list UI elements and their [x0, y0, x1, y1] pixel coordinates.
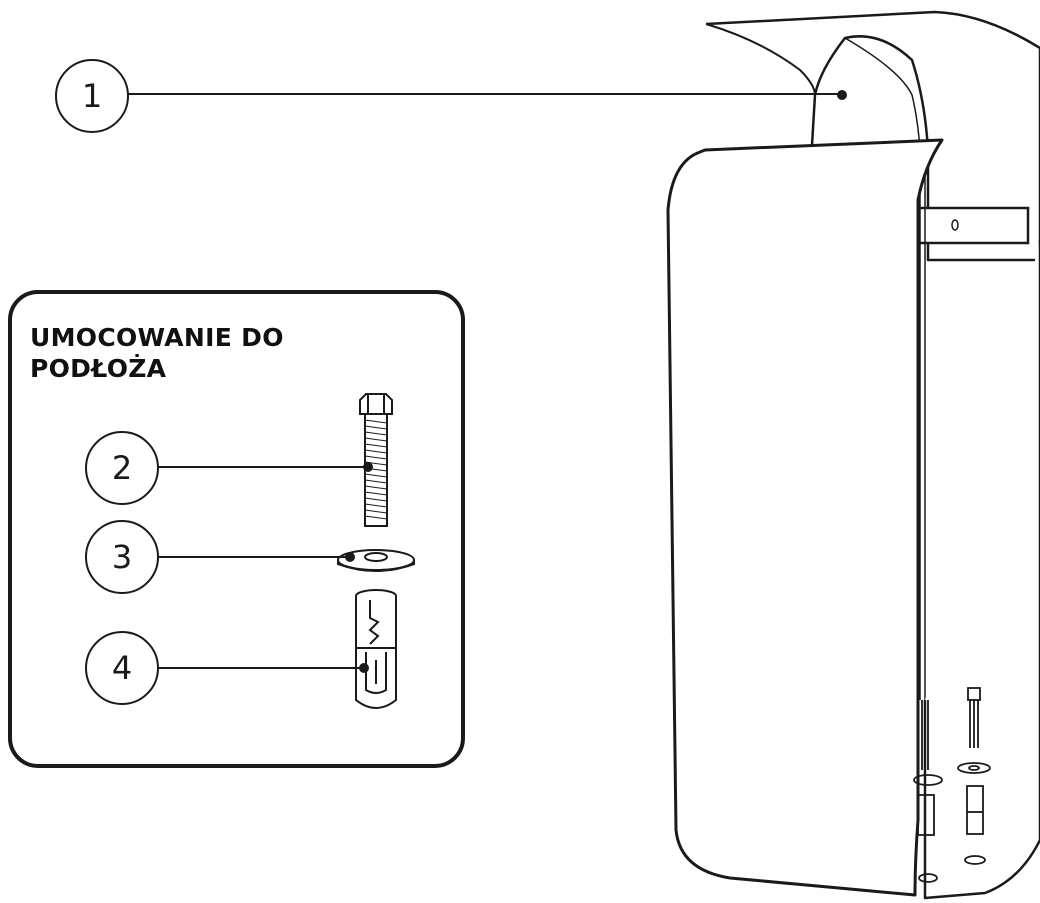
callout-2: 2: [85, 431, 159, 505]
callout-2-number: 2: [112, 449, 132, 487]
product-front-panel: [666, 138, 944, 897]
side-bracket: [910, 206, 1030, 245]
kit-washer: [337, 549, 415, 572]
top-sheet-fold-line-2: [705, 23, 816, 96]
callout-3: 3: [85, 520, 159, 594]
kit-bolt: [359, 393, 393, 527]
leader-dot-1: [837, 90, 847, 100]
fastening-kit-panel: [8, 290, 465, 768]
product-rear-side-panel: [923, 240, 1040, 900]
base-hardware: [913, 687, 991, 883]
top-sheet-fold-line: [844, 37, 921, 151]
leader-dot-3: [345, 552, 355, 562]
bracket-hole: [951, 219, 959, 231]
callout-4-number: 4: [112, 649, 132, 687]
callout-4: 4: [85, 631, 159, 705]
fastening-kit-title: UMOCOWANIE DO PODŁOŻA: [30, 322, 450, 384]
product-rear-top-sheet: [705, 10, 1040, 262]
callout-1: 1: [55, 59, 129, 133]
kit-anchor: [355, 589, 397, 710]
leader-dot-4: [359, 663, 369, 673]
title-line-1: UMOCOWANIE DO: [30, 323, 284, 352]
title-line-2: PODŁOŻA: [30, 354, 167, 383]
callout-1-number: 1: [82, 77, 102, 115]
callout-3-number: 3: [112, 538, 132, 576]
leader-dot-2: [363, 462, 373, 472]
